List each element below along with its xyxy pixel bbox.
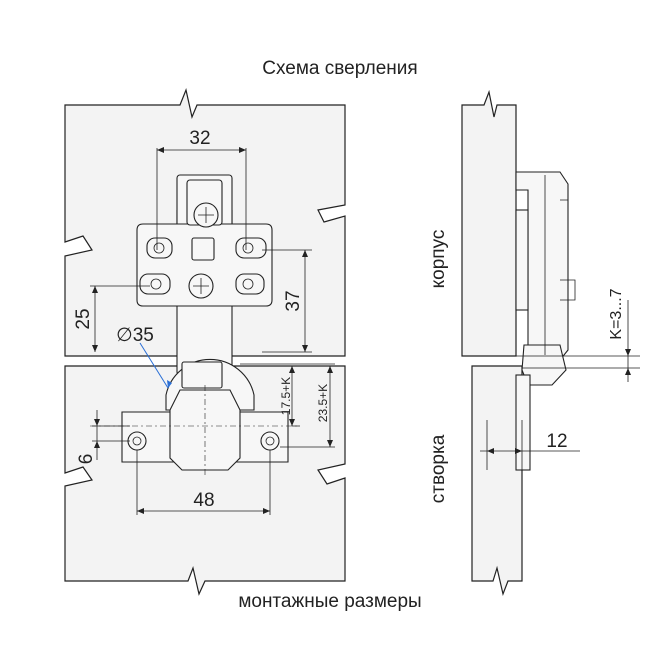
plate-screw-bottom [188, 273, 214, 299]
dim-35-leader [139, 342, 172, 389]
drilling-scheme-title: Схема сверления [262, 58, 418, 79]
dim-25 [90, 285, 150, 352]
dim-12 [480, 420, 580, 470]
plate-screw-top [193, 202, 219, 228]
dim-32 [156, 147, 247, 250]
dim-35-label: ∅35 [116, 325, 154, 346]
side-door-panel [471, 365, 523, 597]
dim-12-label: 12 [546, 431, 567, 452]
dim-door-offsets [240, 363, 335, 448]
dim-37 [262, 249, 312, 353]
dim-17-label: 17.5+K [279, 377, 293, 415]
dim-6-label: 6 [76, 454, 97, 465]
dim-k [516, 300, 640, 382]
dim-32-label: 32 [189, 128, 210, 149]
dim-k-label: K=3...7 [608, 288, 625, 339]
side-hinge [515, 171, 576, 471]
dim-25-label: 25 [73, 308, 94, 329]
dim-48 [136, 450, 271, 515]
side-cabinet-panel [461, 89, 517, 357]
dim-48-label: 48 [193, 490, 214, 511]
dim-23-label: 23.5+K [316, 384, 330, 422]
cabinet-label: корпус [428, 230, 449, 289]
mounting-dimensions-title: монтажные размеры [238, 591, 422, 612]
dim-37-label: 37 [283, 290, 304, 311]
dim-6 [92, 410, 130, 460]
door-label: створка [428, 434, 449, 503]
plate-slot-holes [139, 237, 267, 295]
